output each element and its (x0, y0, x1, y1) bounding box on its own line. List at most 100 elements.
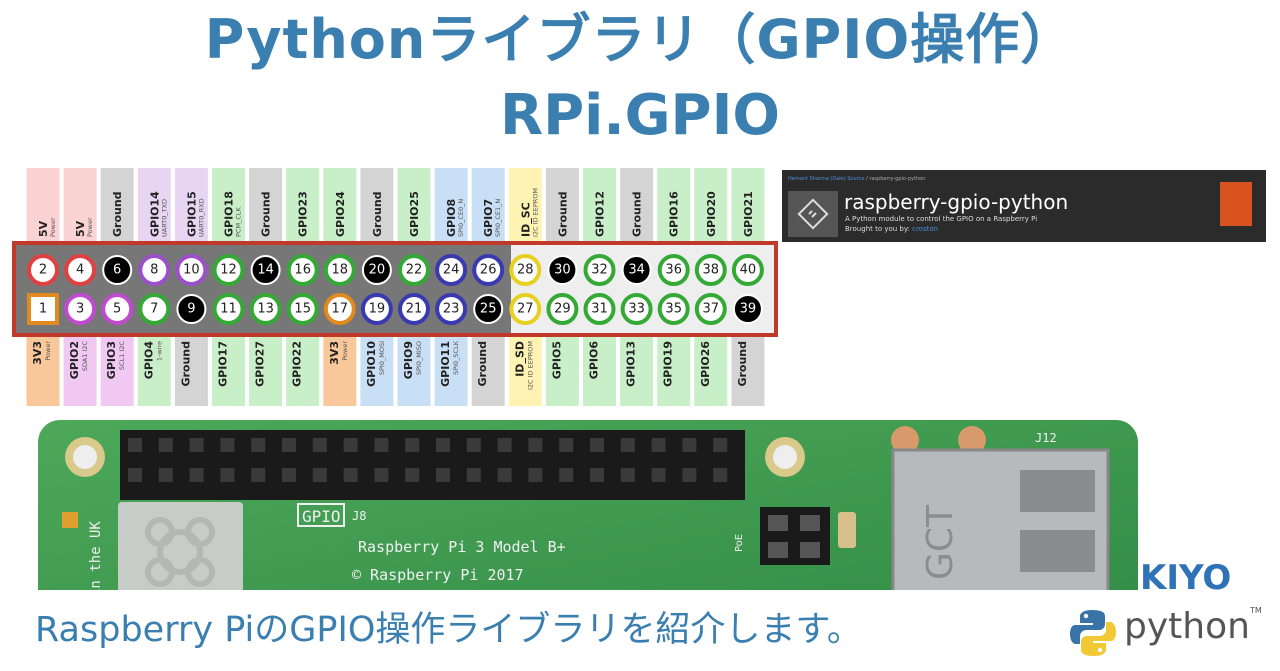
top-label-bg (26, 168, 60, 243)
bottom-pin-name: GPIO5 (550, 341, 563, 379)
pin-number: 22 (406, 263, 423, 278)
bottom-label-bg (545, 335, 579, 406)
top-label-bg (249, 168, 283, 243)
header-pin (559, 438, 574, 452)
pin-circle (138, 293, 171, 325)
pin-40: 40 (731, 254, 764, 286)
pin-circle (212, 254, 245, 286)
pin-2: 2 (27, 254, 59, 286)
top-label-bg (360, 168, 394, 243)
author-link[interactable]: croston (912, 225, 939, 233)
header-pin (497, 438, 512, 452)
bottom-label-bg (63, 335, 97, 406)
pin-number: 24 (443, 263, 460, 278)
bottom-label-bg (137, 335, 171, 406)
pin-number: 30 (554, 263, 571, 278)
header-pin (405, 438, 420, 452)
bottom-pin-name: GPIO6 (588, 341, 601, 380)
pin-number: 29 (554, 302, 571, 317)
pin-number: 28 (517, 263, 534, 278)
bottom-label-bg (434, 335, 468, 406)
pin-number: 32 (591, 263, 608, 278)
header-pin (682, 468, 697, 482)
bottom-pin-name: GPIO19 (662, 341, 675, 387)
bottom-label-bg (583, 335, 616, 406)
pin-13: 13 (249, 293, 282, 325)
bottom-pin-name: GPIO13 (625, 341, 638, 387)
pin-circle (175, 254, 208, 286)
top-pin-sub: I2C ID EEPROM (531, 188, 539, 237)
top-label-bg (694, 168, 728, 243)
repo-title[interactable]: raspberry-gpio-python (844, 190, 1069, 214)
header-pin (497, 468, 512, 482)
top-label-bg (286, 168, 320, 243)
top-label-bg (137, 168, 171, 243)
pin-34: 34 (621, 255, 652, 285)
pin-square (27, 293, 59, 325)
top-pin-sub: SPI0_CE0_N (457, 199, 465, 237)
pin-number: 15 (294, 302, 311, 317)
gpio-header-pins (120, 430, 745, 500)
pin-circle (621, 255, 652, 285)
pin-21: 21 (398, 293, 430, 325)
pin-32: 32 (583, 254, 616, 286)
bottom-pin-name: 3V3 (328, 341, 341, 365)
bottom-pin-name: GPIO3 (105, 341, 118, 379)
pin-1: 1 (27, 293, 59, 325)
header-pin (189, 468, 204, 482)
pin-circle (250, 255, 281, 285)
top-pin-name: GPIO23 (297, 191, 310, 237)
top-pin-sub: Power (86, 217, 94, 237)
top-label-bg (731, 168, 765, 243)
pin-number: 10 (183, 263, 200, 278)
pin-circle (27, 254, 59, 286)
header-pin (128, 438, 142, 452)
pin-36: 36 (657, 254, 690, 286)
pin-14: 14 (250, 255, 281, 285)
header-pin (282, 468, 296, 482)
pin-circle (323, 293, 356, 325)
repo-description: A Python module to control the GPIO on a… (845, 215, 1038, 223)
bottom-pin-name: GPIO11 (439, 341, 452, 387)
pin-number: 23 (443, 302, 460, 317)
pin-29: 29 (546, 293, 579, 325)
top-pin-sub: SPI0_CE1_N (494, 199, 502, 237)
pin-circle (212, 293, 245, 325)
bottom-label-bg (323, 335, 357, 406)
pin-number: 36 (665, 263, 682, 278)
pin-number: 39 (740, 302, 757, 317)
top-pin-name: GPIO16 (668, 191, 681, 237)
header-pin (189, 438, 204, 452)
pin-circle (583, 293, 616, 325)
copyright-label: © Raspberry Pi 2017 (352, 566, 524, 584)
top-pin-sub: UART0_RXD (197, 198, 205, 237)
header-pin (651, 438, 666, 452)
pin-number: 38 (703, 263, 720, 278)
pin-20: 20 (361, 255, 392, 285)
bottom-pin-sub: SPI0_SCLK (452, 340, 460, 375)
top-label-bg (63, 168, 97, 243)
j12-label: J12 (1035, 431, 1057, 445)
pin-6: 6 (102, 255, 133, 285)
kiyo-logo: KIYO (1140, 558, 1232, 598)
pin-circle (547, 255, 578, 285)
pin-number: 25 (480, 302, 497, 317)
top-pin-sub: PCM_CLK (235, 207, 243, 237)
bottom-pin-name: 3V3 (31, 341, 44, 365)
pin-circle (694, 254, 727, 286)
top-pin-name: Ground (556, 191, 569, 237)
pin-circle (435, 254, 468, 286)
pin-number: 7 (150, 302, 158, 317)
pin-number: 37 (703, 302, 720, 317)
top-pin-name: 5V (74, 220, 87, 237)
top-label-bg (397, 168, 431, 243)
pin-number: 16 (294, 263, 311, 278)
pin-circle (509, 254, 542, 286)
pin-number: 31 (591, 302, 608, 317)
top-pin-sub: UART0_TXD (160, 199, 168, 237)
pin-15: 15 (286, 293, 319, 325)
pin-circle (361, 255, 392, 285)
pin-circle (102, 255, 133, 285)
pin-number: 33 (628, 302, 645, 317)
breadcrumb-user[interactable]: Hemant Sharma (Dale) Source (788, 176, 865, 182)
